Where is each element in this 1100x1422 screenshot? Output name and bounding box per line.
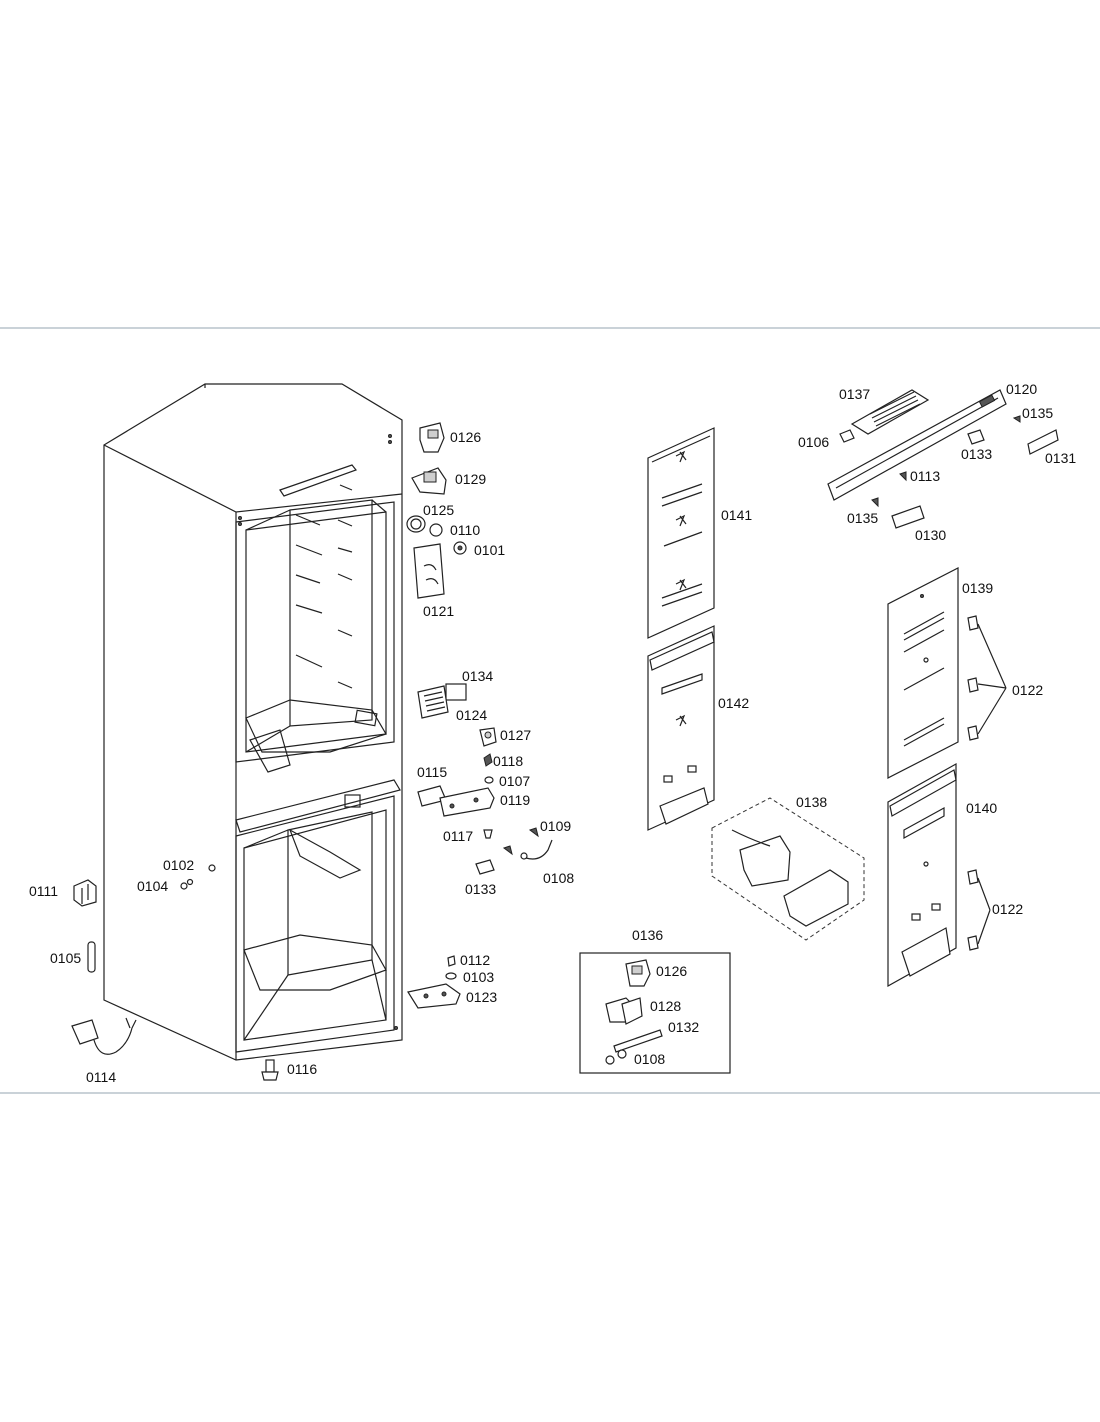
part-0133-clip [967,429,985,445]
label-0134: 0134 [462,668,493,684]
label-0109: 0109 [540,818,571,834]
part-0116-foot [261,1059,279,1081]
label-0118: 0118 [493,753,523,769]
label-0101: 0101 [474,542,505,558]
part-0134-pad [445,683,467,701]
part-0122-caps-upper [967,615,1007,741]
label-0116: 0116 [287,1061,317,1077]
label-0102: 0102 [163,857,194,873]
label-0124: 0124 [456,707,487,723]
part-0112-nut [447,955,456,967]
part-0113-screw [899,471,907,482]
cabinet-drawing [103,383,403,1061]
part-0139-door-upper [887,567,959,779]
part-0124-grille [417,685,449,719]
part-0142-door-liner-lower [647,625,715,831]
label-0137: 0137 [839,386,870,402]
label-0121: 0121 [423,603,454,619]
part-0110-ring [429,523,443,537]
label-0129: 0129 [455,471,486,487]
part-0131-label [1027,429,1059,455]
part-0109-screws [502,827,539,856]
label-0136: 0136 [632,927,663,943]
part-0122-caps-lower [967,869,991,951]
part-0141-door-liner-upper [647,427,715,639]
label-0110: 0110 [450,522,480,538]
part-0103-washer [445,972,457,980]
label-0133-a: 0133 [465,881,496,897]
part-0117-pin [483,829,493,839]
part-0106-sensor [839,429,855,443]
label-0133-b: 0133 [961,446,992,462]
label-0140: 0140 [966,800,997,816]
kit-0136-box [579,952,731,1074]
label-0126-a: 0126 [450,429,481,445]
label-0125: 0125 [423,502,454,518]
label-0111: 0111 [29,883,58,899]
label-0135-b: 0135 [847,510,878,526]
label-0128: 0128 [650,998,681,1014]
label-0138: 0138 [796,794,827,810]
label-0108-b: 0108 [634,1051,665,1067]
label-0122-a: 0122 [1012,682,1043,698]
label-0130: 0130 [915,527,946,543]
label-0131: 0131 [1045,450,1076,466]
label-0119: 0119 [500,792,530,808]
part-0137-display-board [850,389,930,435]
label-0126-b: 0126 [656,963,687,979]
part-0108-wire [520,839,553,860]
part-0111-box [73,879,97,907]
part-0127-lamp [479,727,497,747]
part-0121-cover [413,543,445,599]
part-0140-door-lower [887,762,957,988]
label-0135-a: 0135 [1022,405,1053,421]
label-0115: 0115 [417,764,447,780]
label-0114: 0114 [86,1069,116,1085]
part-0102-screw [208,864,216,872]
label-0117: 0117 [443,828,473,844]
label-0141: 0141 [721,507,752,523]
label-0120: 0120 [1006,381,1037,397]
part-0135-screw-b [871,497,879,508]
label-0113: 0113 [910,468,940,484]
label-0104: 0104 [137,878,168,894]
part-0119-hinge-lower [439,787,495,817]
label-0108-a: 0108 [543,870,574,886]
part-0104-screws [180,878,194,890]
part-0101-cap [453,541,467,555]
part-0107-washer [484,776,494,784]
part-0114-power-cord [71,1017,137,1055]
part-0123-bottom-hinge [407,983,461,1009]
label-0107: 0107 [499,773,530,789]
part-0135-screw-a [1012,415,1021,423]
part-0138-control-assembly [711,797,865,941]
part-0133-block [475,859,495,875]
part-0129-hinge [411,467,447,495]
part-0130-plate [891,505,925,529]
label-0142: 0142 [718,695,749,711]
label-0103: 0103 [463,969,494,985]
label-0139: 0139 [962,580,993,596]
part-0125-knob [406,515,426,533]
label-0105: 0105 [50,950,81,966]
part-0118-screw [483,753,493,767]
label-0132: 0132 [668,1019,699,1035]
label-0112: 0112 [460,952,490,968]
label-0123: 0123 [466,989,497,1005]
label-0106: 0106 [798,434,829,450]
part-0120-control-strip [827,389,1007,501]
label-0122-b: 0122 [992,901,1023,917]
label-0127: 0127 [500,727,531,743]
part-0126-hinge-top [419,422,445,453]
part-0105-tube [87,941,96,973]
